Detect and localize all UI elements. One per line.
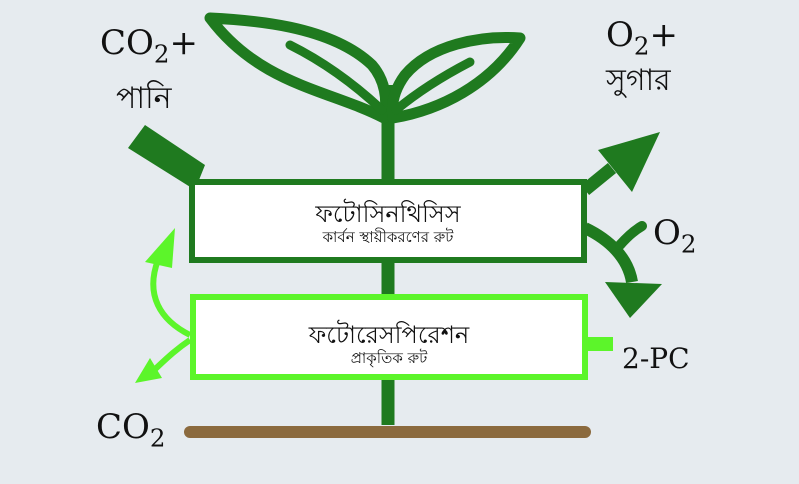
input-water-label: পানি	[116, 81, 172, 116]
photorespiration-subtitle: প্রাকৃতিক রুট	[350, 349, 428, 367]
pc-label: 2-PC	[622, 342, 690, 375]
photosynthesis-box	[189, 179, 587, 263]
output-sugar-label: সুগার	[606, 63, 671, 98]
input-arrow	[128, 125, 205, 190]
photorespiration-box	[190, 294, 588, 380]
output-arrow-icon	[580, 132, 660, 196]
photorespiration-title: ফটোরেসপিরেশন	[308, 321, 470, 349]
photosynthesis-title: ফটোসিনথিসিস	[315, 200, 461, 228]
output-o2-label: O2+	[606, 15, 678, 61]
photosynthesis-subtitle: কার্বন স্থায়ীকরণের রুট	[322, 228, 454, 246]
bottom-co2-label: CO2	[96, 407, 166, 453]
pc-connector	[585, 337, 613, 351]
input-co2-label: CO2+	[100, 23, 198, 69]
photosynthesis-text: ফটোসিনথিসিস কার্বন স্থায়ীকরণের রুট	[192, 182, 584, 260]
o2-arrow-icon	[582, 221, 662, 318]
side-o2-label: O2	[653, 213, 697, 259]
co2-release-arrow-icon	[135, 337, 192, 383]
photorespiration-text: ফটোরেসপিরেশন প্রাকৃতিক রুট	[193, 297, 585, 377]
recycle-arrow-icon	[145, 228, 192, 338]
right-leaf-icon	[386, 32, 526, 124]
left-leaf-icon	[204, 12, 392, 124]
